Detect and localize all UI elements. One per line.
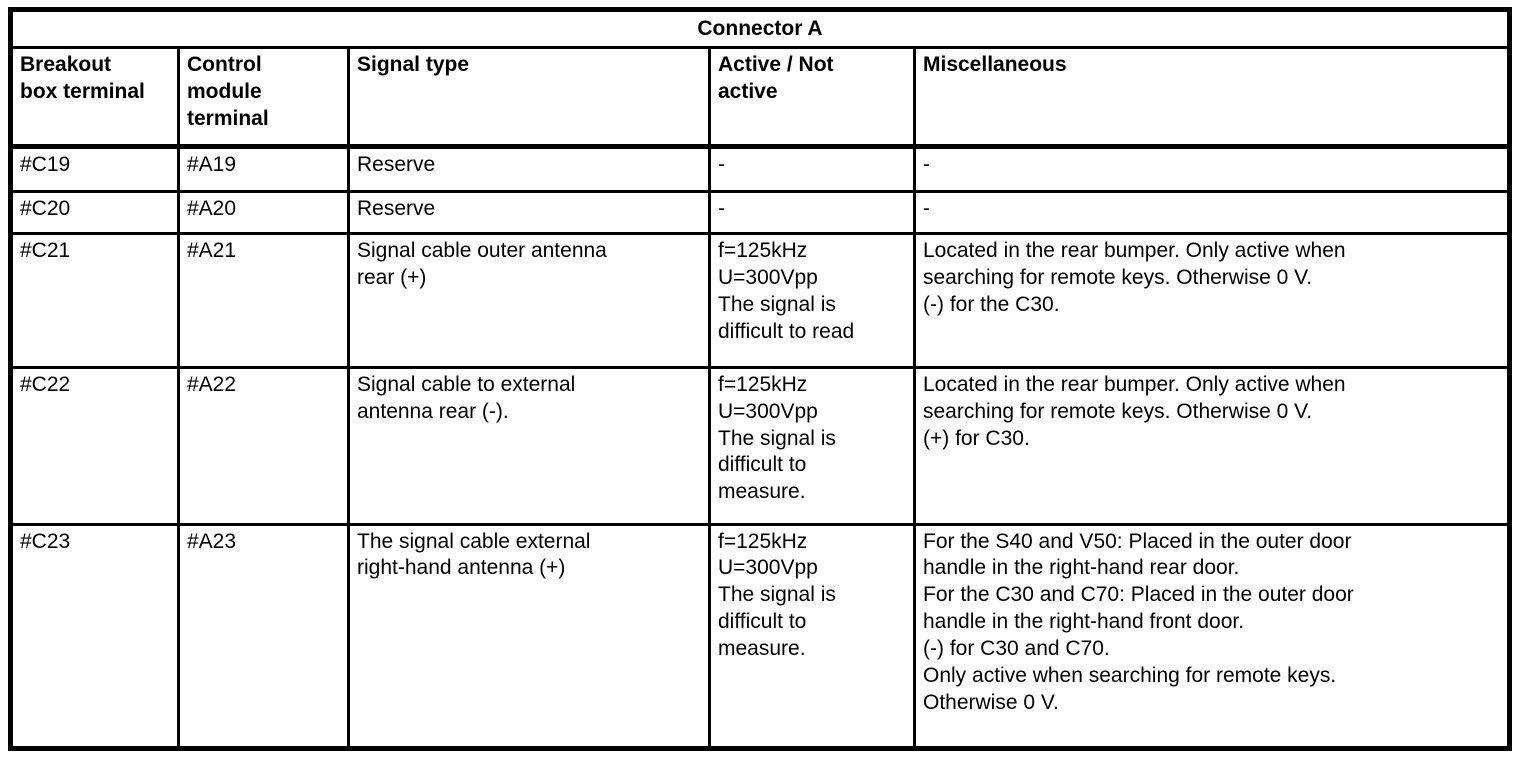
column-header-control-module-terminal: Control module terminal	[177, 46, 350, 150]
table-row: #C19 #A19 Reserve - -	[9, 145, 1511, 193]
table-title: Connector A	[9, 7, 1511, 50]
cell-control-module-terminal: #A21	[177, 232, 350, 369]
cell-control-module-terminal: #A23	[177, 522, 350, 751]
table-row: #C22 #A22 Signal cable to external anten…	[9, 365, 1511, 526]
cell-miscellaneous: -	[913, 189, 1511, 236]
table-title-row: Connector A	[9, 7, 1511, 50]
cell-signal-type: Signal cable to external antenna rear (-…	[347, 365, 711, 526]
cell-breakout-box-terminal: #C23	[9, 522, 180, 751]
cell-miscellaneous: Located in the rear bumper. Only active …	[913, 232, 1511, 369]
column-header-signal-type: Signal type	[347, 46, 711, 150]
cell-control-module-terminal: #A22	[177, 365, 350, 526]
cell-miscellaneous: Located in the rear bumper. Only active …	[913, 365, 1511, 526]
cell-control-module-terminal: #A20	[177, 189, 350, 236]
cell-active-not-active: -	[708, 145, 916, 193]
column-header-active-not-active: Active / Not active	[708, 46, 916, 150]
cell-breakout-box-terminal: #C22	[9, 365, 180, 526]
table-row: #C21 #A21 Signal cable outer antenna rea…	[9, 232, 1511, 369]
cell-breakout-box-terminal: #C19	[9, 145, 180, 193]
cell-active-not-active: f=125kHz U=300Vpp The signal is difficul…	[708, 522, 916, 751]
cell-breakout-box-terminal: #C21	[9, 232, 180, 369]
column-header-breakout-box-terminal: Breakout box terminal	[9, 46, 180, 150]
connector-a-table: Connector A Breakout box terminal Contro…	[8, 7, 1512, 751]
cell-active-not-active: f=125kHz U=300Vpp The signal is difficul…	[708, 232, 916, 369]
table-row: #C23 #A23 The signal cable external righ…	[9, 522, 1511, 751]
cell-signal-type: Signal cable outer antenna rear (+)	[347, 232, 711, 369]
cell-signal-type: Reserve	[347, 189, 711, 236]
table-row: #C20 #A20 Reserve - -	[9, 189, 1511, 236]
cell-signal-type: The signal cable external right-hand ant…	[347, 522, 711, 751]
cell-active-not-active: -	[708, 189, 916, 236]
cell-control-module-terminal: #A19	[177, 145, 350, 193]
cell-miscellaneous: For the S40 and V50: Placed in the outer…	[913, 522, 1511, 751]
cell-miscellaneous: -	[913, 145, 1511, 193]
cell-breakout-box-terminal: #C20	[9, 189, 180, 236]
cell-signal-type: Reserve	[347, 145, 711, 193]
table-header-row: Breakout box terminal Control module ter…	[9, 46, 1511, 150]
column-header-miscellaneous: Miscellaneous	[913, 46, 1511, 150]
cell-active-not-active: f=125kHz U=300Vpp The signal is difficul…	[708, 365, 916, 526]
